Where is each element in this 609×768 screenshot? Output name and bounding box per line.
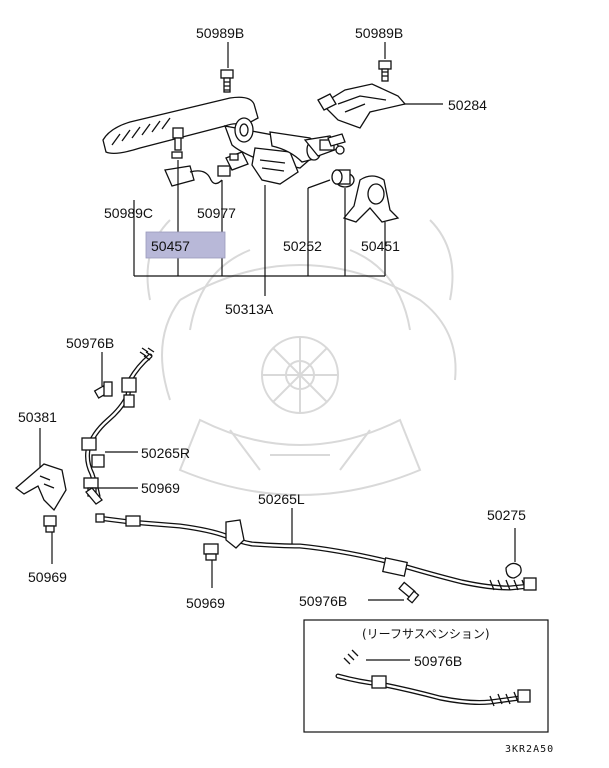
label-50313A[interactable]: 50313A: [225, 301, 274, 317]
label-50252[interactable]: 50252: [283, 238, 322, 254]
label-50976B-inset[interactable]: 50976B: [414, 653, 462, 669]
cable-50265R[interactable]: [81, 347, 155, 499]
label-50451[interactable]: 50451: [361, 238, 400, 254]
watermark-emblem: [146, 219, 457, 496]
label-50457[interactable]: 50457: [151, 238, 190, 254]
label-50977[interactable]: 50977: [197, 205, 236, 221]
bolt-50976B-rear[interactable]: [93, 381, 113, 399]
bracket-50284[interactable]: [317, 83, 407, 129]
label-50989B-left[interactable]: 50989B: [196, 25, 244, 41]
nut-50969-upper[interactable]: [83, 477, 103, 505]
inset-leaf-suspension: [303, 619, 549, 733]
label-50381[interactable]: 50381: [18, 409, 57, 425]
bolt-50989B-left[interactable]: [220, 69, 234, 93]
side-bracket-50381[interactable]: [14, 463, 67, 512]
highlight-box-50457: [145, 231, 226, 259]
label-50969-center[interactable]: 50969: [186, 595, 225, 611]
mount-50451[interactable]: [342, 175, 400, 223]
label-50969-left[interactable]: 50969: [28, 569, 67, 585]
label-50284[interactable]: 50284: [448, 97, 487, 113]
label-50989C[interactable]: 50989C: [104, 205, 153, 221]
cable-50265L[interactable]: [95, 513, 537, 591]
inset-title: (リーフサスペンション): [362, 627, 490, 641]
nut-50969-left[interactable]: [43, 515, 57, 533]
label-50275[interactable]: 50275: [487, 507, 526, 523]
label-50265R[interactable]: 50265R: [141, 445, 190, 461]
part-labels: 50989B 50989B 50284 50989C 50977 50457 5…: [18, 25, 554, 755]
label-50265L[interactable]: 50265L: [258, 491, 305, 507]
bolt-50989B-right[interactable]: [378, 60, 392, 82]
clip-50275[interactable]: [505, 562, 522, 579]
bolt-50989C[interactable]: [171, 127, 184, 159]
label-50969-upper[interactable]: 50969: [141, 480, 180, 496]
diagram-code: 3KR2A50: [505, 744, 554, 755]
bolt-50976B-lower[interactable]: [398, 581, 420, 604]
bushing-50252[interactable]: [331, 169, 355, 188]
connector-50977[interactable]: [225, 151, 249, 171]
parking-brake-switch[interactable]: [164, 165, 231, 187]
label-50989B-right[interactable]: 50989B: [355, 25, 403, 41]
label-50976B-rear[interactable]: 50976B: [66, 335, 114, 351]
parking-brake-lever[interactable]: [102, 96, 346, 185]
label-50976B-lower[interactable]: 50976B: [299, 593, 347, 609]
nut-50969-center[interactable]: [203, 543, 219, 561]
